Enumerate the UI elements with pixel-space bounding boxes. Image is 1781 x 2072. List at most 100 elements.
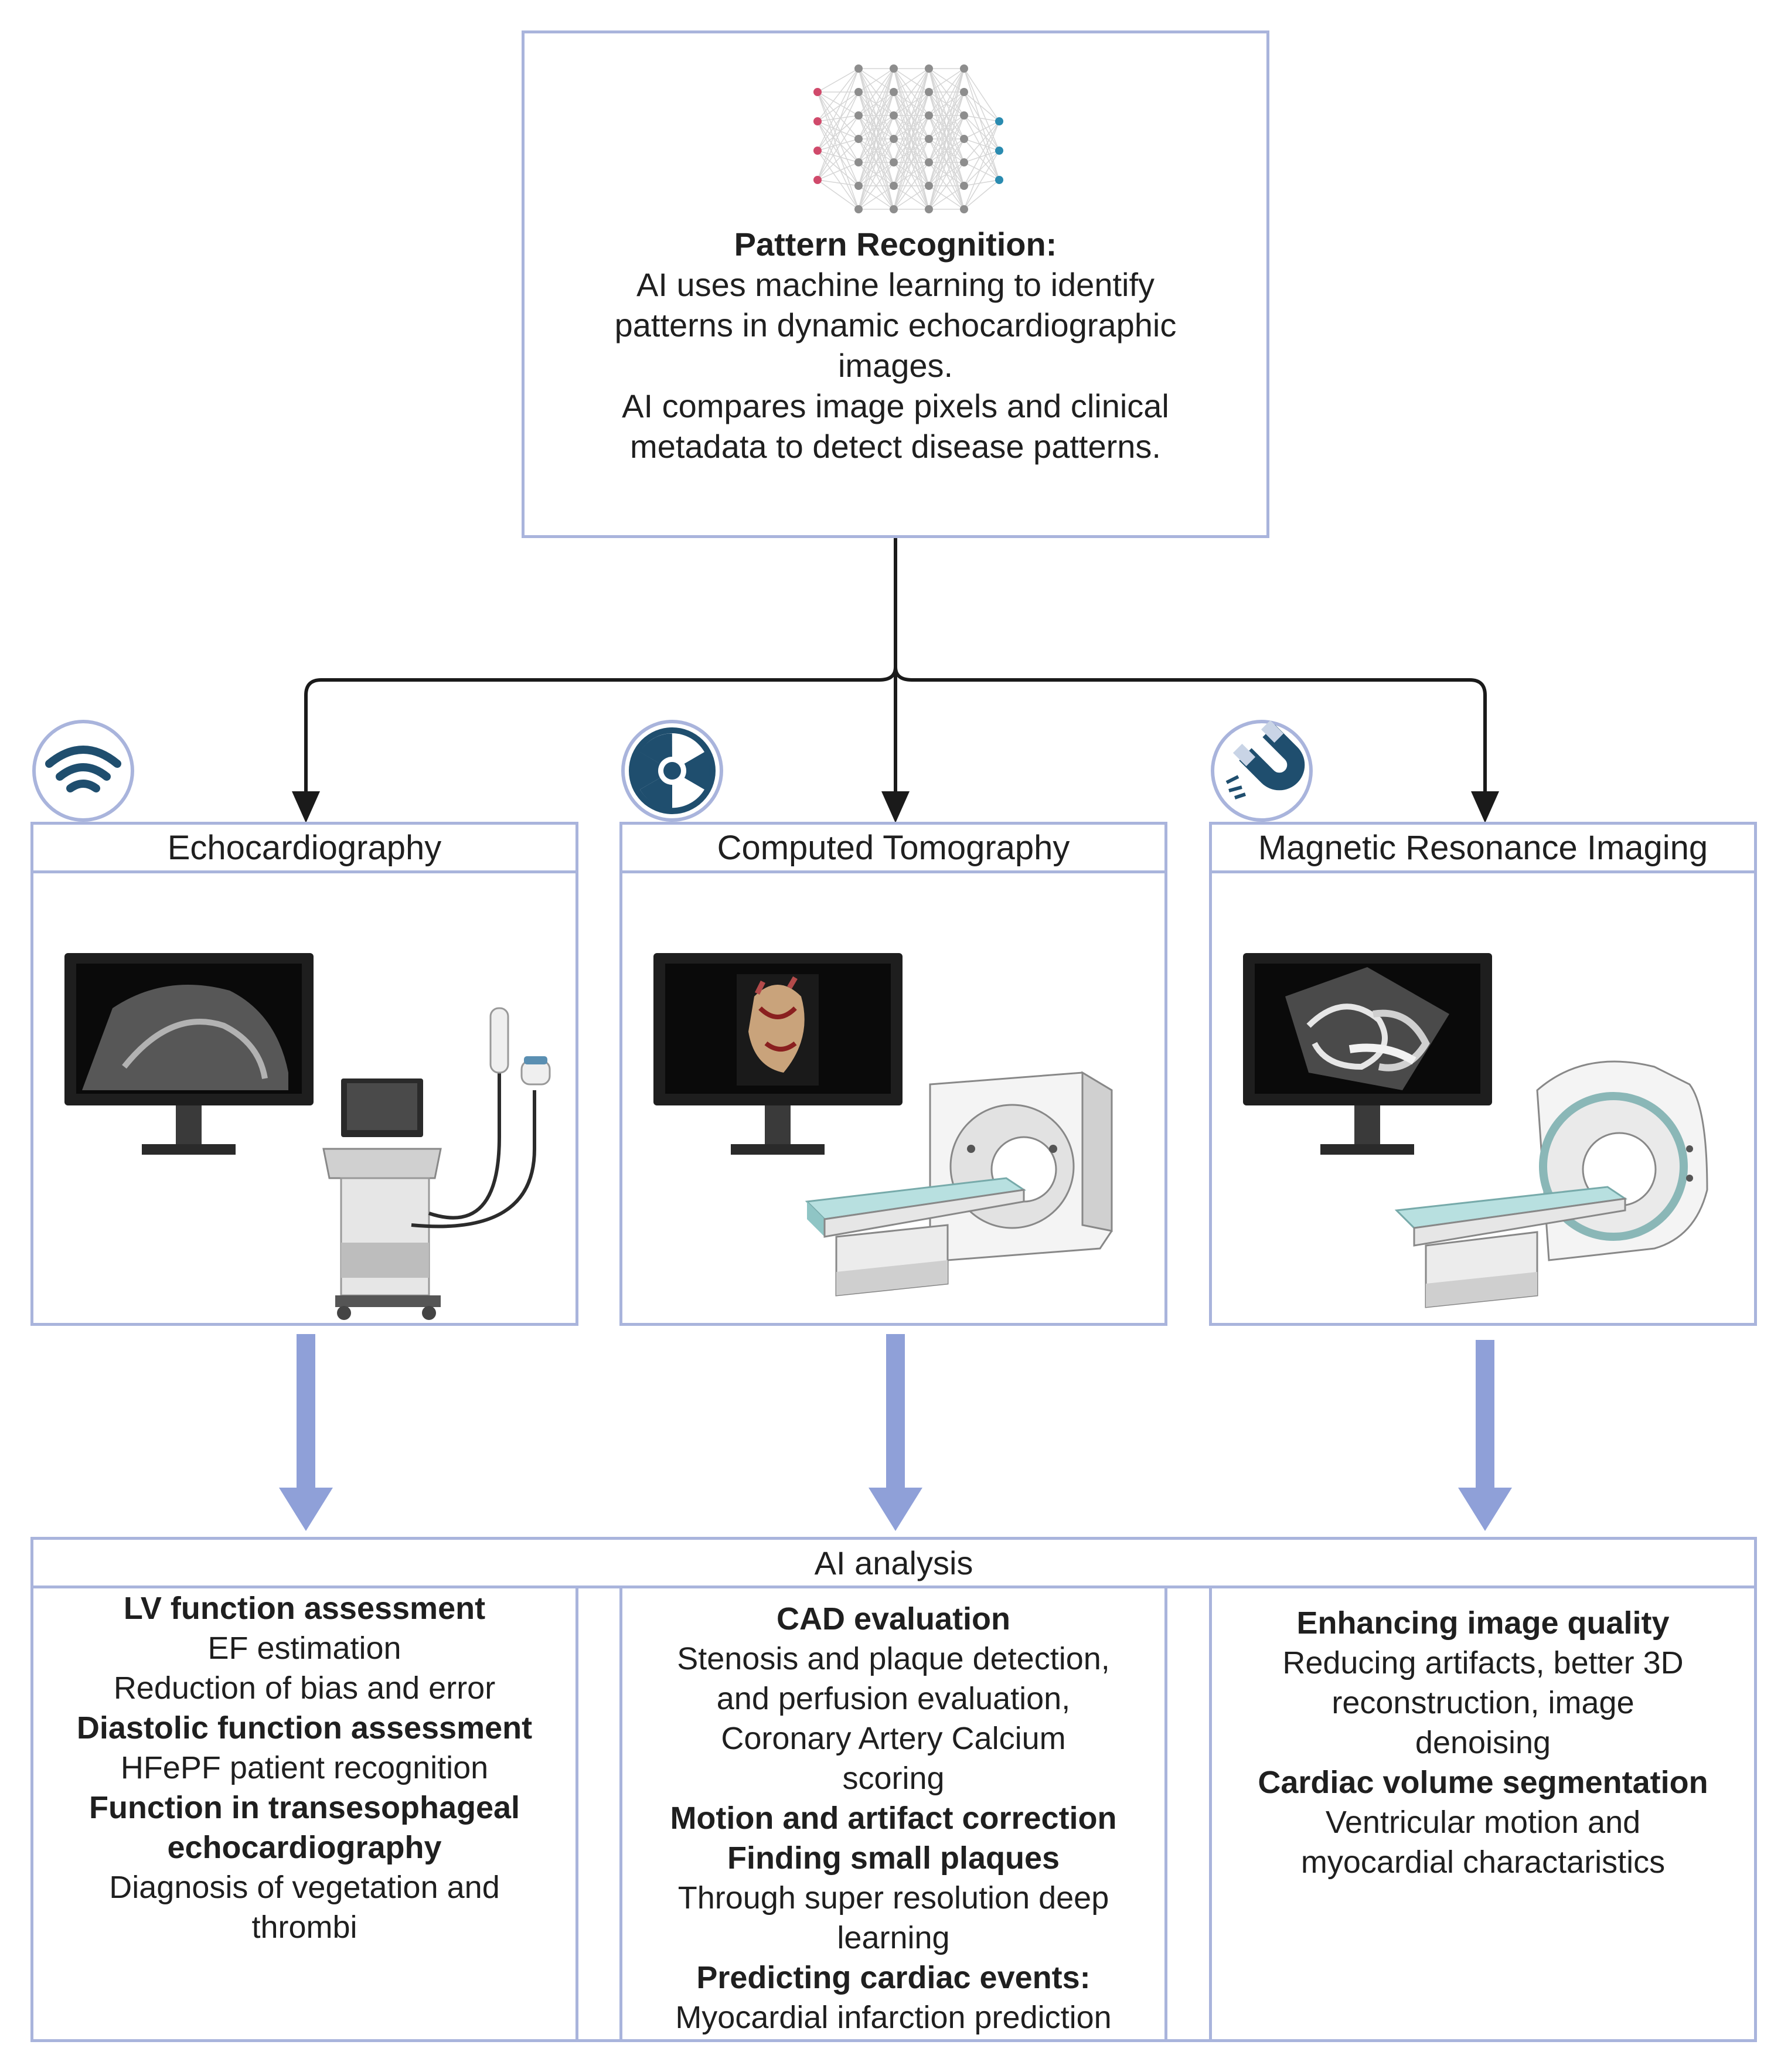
nn-connection bbox=[817, 91, 859, 116]
nn-connection bbox=[963, 91, 1000, 151]
ultrasound-machine-illustration bbox=[64, 953, 551, 1320]
nn-connection bbox=[817, 68, 859, 93]
nn-node bbox=[813, 88, 822, 96]
nn-connection bbox=[817, 91, 859, 210]
nn-connection bbox=[858, 91, 894, 210]
nn-connection bbox=[963, 121, 1000, 210]
nn-node bbox=[890, 111, 898, 120]
nn-connection bbox=[893, 68, 929, 140]
nn-connection bbox=[963, 150, 1000, 210]
analysis-detail: Reduction of bias and error bbox=[113, 1670, 496, 1706]
nn-node bbox=[995, 176, 1003, 184]
analysis-heading: Diastolic function assessment bbox=[76, 1710, 533, 1746]
nn-connection bbox=[858, 185, 894, 210]
analysis-detail: Through super resolution deep bbox=[677, 1880, 1109, 1916]
analysis-detail: Coronary Artery Calcium bbox=[721, 1721, 1066, 1756]
nn-connection bbox=[963, 115, 1000, 181]
nn-connection bbox=[928, 185, 965, 210]
wireless-waves-icon bbox=[32, 720, 134, 822]
nn-node bbox=[890, 64, 898, 73]
pattern-recognition-box: Pattern Recognition: AI uses machine lea… bbox=[522, 30, 1269, 538]
mri-header: Magnetic Resonance Imaging bbox=[1209, 822, 1757, 873]
nn-connection bbox=[893, 115, 929, 210]
nn-connection bbox=[963, 68, 1000, 122]
nn-node bbox=[925, 158, 933, 166]
nn-node bbox=[960, 182, 968, 190]
analysis-detail: and perfusion evaluation, bbox=[716, 1681, 1071, 1716]
nn-connection bbox=[963, 91, 1000, 181]
analysis-heading: Enhancing image quality bbox=[1296, 1605, 1670, 1641]
nn-connection bbox=[858, 138, 894, 210]
analysis-heading: Finding small plaques bbox=[727, 1840, 1060, 1876]
nn-connection bbox=[817, 115, 859, 151]
pattern-line: AI compares image pixels and clinical bbox=[622, 387, 1169, 424]
nn-connection bbox=[817, 179, 859, 186]
analysis-heading: Cardiac volume segmentation bbox=[1258, 1765, 1708, 1800]
nn-connection bbox=[963, 150, 1000, 163]
nn-connection bbox=[817, 121, 859, 186]
nn-connection bbox=[817, 115, 859, 181]
analysis-heading: LV function assessment bbox=[123, 1591, 486, 1626]
nn-node bbox=[960, 205, 968, 213]
nn-connection bbox=[817, 150, 859, 186]
nn-connection bbox=[928, 68, 965, 163]
nn-node bbox=[890, 205, 898, 213]
computed-tomography-header: Computed Tomography bbox=[619, 822, 1167, 873]
nn-node bbox=[890, 158, 898, 166]
magnet-icon bbox=[1211, 720, 1313, 822]
nn-node bbox=[960, 111, 968, 120]
nn-connection bbox=[963, 138, 1000, 151]
nn-node bbox=[925, 88, 933, 96]
echocardiography-header: Echocardiography bbox=[30, 822, 578, 873]
nn-connection bbox=[817, 121, 859, 140]
nn-connection bbox=[817, 91, 859, 181]
analysis-detail: EF estimation bbox=[207, 1631, 401, 1666]
nn-connection bbox=[817, 179, 859, 210]
analysis-detail: Myocardial infarction prediction bbox=[675, 2000, 1112, 2035]
nn-node bbox=[925, 111, 933, 120]
analysis-detail: Reducing artifacts, better 3D bbox=[1282, 1645, 1684, 1680]
radiation-icon bbox=[621, 720, 723, 822]
nn-node bbox=[960, 158, 968, 166]
nn-connection bbox=[928, 68, 965, 186]
analysis-heading: echocardiography bbox=[167, 1830, 442, 1865]
ct-scanner-illustration bbox=[653, 953, 1113, 1297]
nn-connection bbox=[817, 91, 859, 186]
nn-node bbox=[960, 135, 968, 143]
analysis-heading: Predicting cardiac events: bbox=[696, 1960, 1091, 1995]
nn-node bbox=[925, 135, 933, 143]
neural-network-icon bbox=[813, 64, 1003, 213]
nn-connection bbox=[928, 68, 965, 116]
pattern-line: metadata to detect disease patterns. bbox=[630, 428, 1161, 465]
nn-connection bbox=[893, 138, 929, 210]
nn-connection bbox=[963, 121, 1000, 163]
nn-node bbox=[960, 64, 968, 73]
flow-arrow-mri bbox=[1458, 1340, 1512, 1531]
nn-connection bbox=[893, 68, 929, 163]
nn-connection bbox=[893, 68, 929, 186]
nn-connection bbox=[928, 162, 965, 210]
nn-node bbox=[854, 182, 863, 190]
nn-node bbox=[890, 88, 898, 96]
analysis-detail: learning bbox=[837, 1920, 950, 1955]
analysis-detail: Diagnosis of vegetation and bbox=[109, 1870, 500, 1905]
nn-connection bbox=[963, 138, 1000, 181]
nn-node bbox=[854, 205, 863, 213]
nn-connection bbox=[817, 121, 859, 163]
pattern-recognition-title: Pattern Recognition: bbox=[734, 226, 1057, 263]
nn-connection bbox=[858, 68, 894, 163]
nn-connection bbox=[817, 68, 859, 122]
nn-connection bbox=[928, 68, 965, 140]
pattern-line: AI uses machine learning to identify bbox=[636, 266, 1155, 303]
nn-connection bbox=[963, 68, 1000, 181]
nn-node bbox=[925, 182, 933, 190]
nn-connection bbox=[858, 162, 894, 210]
analysis-heading: CAD evaluation bbox=[776, 1601, 1011, 1636]
nn-connection bbox=[893, 68, 929, 93]
nn-connection bbox=[928, 138, 965, 210]
nn-connection bbox=[963, 121, 1000, 186]
